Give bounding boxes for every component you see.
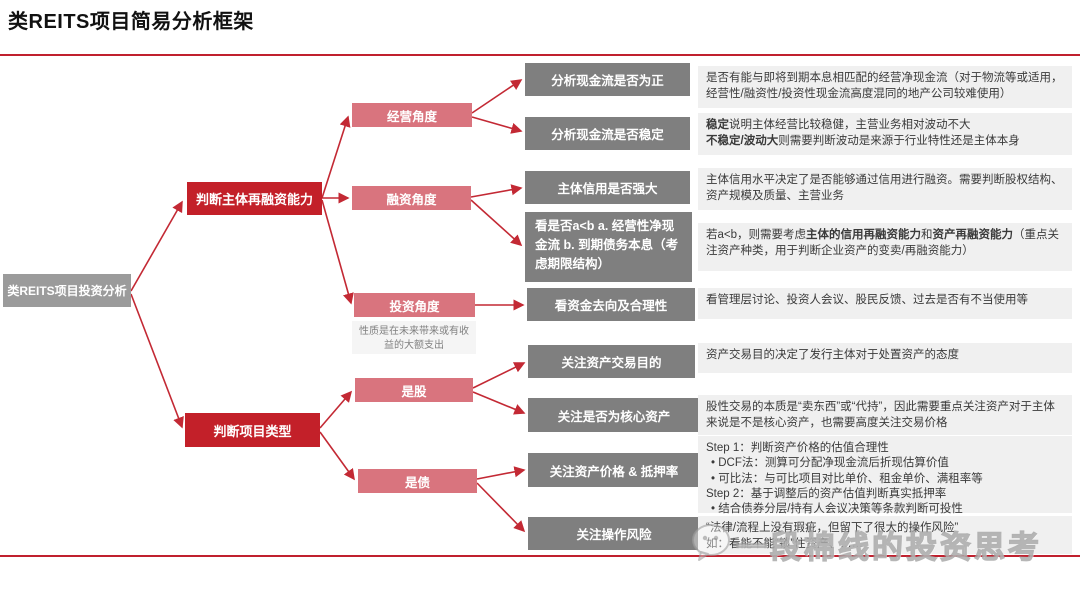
bottom-divider — [0, 555, 1080, 557]
step1-title: Step 1：判断资产价格的估值合理性 — [706, 442, 889, 454]
connector-arrow — [319, 431, 355, 481]
step2-terms: • 结合债券分层/持有人会议决策等条款判断可投性 — [711, 503, 963, 516]
connector-arrow — [321, 115, 351, 199]
desc-credit-strong: 主体信用水平决定了是否能够通过信用进行融资。需要判断股权结构、资产规模及质量、主… — [698, 168, 1072, 210]
desc-valuation-steps: Step 1：判断资产价格的估值合理性 • DCF法：测算可分配净现金流后折现估… — [698, 436, 1072, 515]
desc-unstable-text: 则需要判断波动是来源于行业特性还是主体本身 — [778, 134, 1020, 147]
leaf-ab-line1: 看是否a<b — [535, 219, 595, 233]
desc-ab-bold1: 主体的信用再融资能力 — [806, 229, 922, 241]
desc-cashflow-stable: 稳定说明主体经营比较稳健，主营业务相对波动不大 不稳定/波动大则需要判断波动是来… — [698, 113, 1072, 155]
node-angle-operating: 经营角度 — [352, 103, 472, 127]
node-angle-financing: 融资角度 — [352, 186, 471, 210]
leaf-operation-risk: 关注操作风险 — [528, 517, 700, 550]
connector-arrow — [319, 390, 353, 429]
watermark-text: 一段棉线的投资思考 — [735, 529, 1042, 565]
desc-unstable-bold: 不稳定/波动大 — [706, 134, 779, 147]
step1-dcf: • DCF法：测算可分配净现金流后折现估算价值 — [711, 457, 949, 470]
connector-arrow — [321, 199, 354, 305]
leaf-ab-line2: a. 经营性净现金流 — [535, 219, 675, 252]
connector-arrow — [470, 184, 523, 198]
connector-arrow — [476, 482, 526, 533]
risk-quote: “法律/流程上没有瑕疵，但留下了很大的操作风险” — [706, 522, 959, 534]
desc-operation-risk: “法律/流程上没有瑕疵，但留下了很大的操作风险” 如：看能不能“锁”住资产、…… — [698, 516, 1072, 554]
connector-arrow — [130, 293, 184, 429]
connector-arrow — [472, 362, 526, 389]
risk-example: 如：看能不能“锁”住资产、…… — [706, 537, 864, 550]
investing-note: 性质是在未来带来或有收益的大额支出 — [352, 321, 476, 354]
desc-ab-mid: 和 — [921, 229, 933, 241]
leaf-credit-strong: 主体信用是否强大 — [525, 171, 690, 204]
desc-ab-pre: 若a<b，则需要考虑 — [706, 229, 807, 241]
desc-ab-post: （重点关注资产种类，用于判断企业资产的变卖/再融资能力） — [706, 229, 1060, 257]
connector-arrow — [471, 79, 523, 114]
leaf-ab-line3: b. 到期债务本息（考虑期限结构） — [535, 237, 679, 271]
desc-ab-compare: 若a<b，则需要考虑主体的信用再融资能力和资产再融资能力（重点关注资产种类，用于… — [698, 223, 1072, 271]
desc-trade-purpose: 资产交易目的决定了发行主体对于处置资产的态度 — [698, 343, 1072, 373]
connector-arrow — [472, 391, 526, 415]
node-angle-investing: 投资角度 — [354, 293, 475, 317]
desc-fund-usage: 看管理层讨论、投资人会议、股民反馈、过去是否有不当使用等 — [698, 288, 1072, 319]
connector-arrow — [471, 116, 523, 134]
node-branch-refinance: 判断主体再融资能力 — [187, 182, 322, 215]
leaf-price-ltv: 关注资产价格 & 抵押率 — [528, 453, 700, 487]
top-divider — [0, 54, 1080, 56]
leaf-ab-compare: 看是否a<b a. 经营性净现金流 b. 到期债务本息（考虑期限结构） — [525, 212, 692, 282]
desc-ab-bold2: 资产再融资能力 — [932, 229, 1014, 241]
leaf-cashflow-stable: 分析现金流是否稳定 — [525, 117, 690, 150]
step2-title: Step 2：基于调整后的资产估值判断真实抵押率 — [706, 487, 947, 500]
connector-arrow — [470, 199, 523, 247]
page-title: 类REITS项目简易分析框架 — [8, 11, 254, 33]
node-angle-debt: 是债 — [358, 469, 477, 493]
leaf-fund-usage: 看资金去向及合理性 — [527, 288, 695, 321]
step1-comparable: • 可比法：与可比项目对比单价、租金单价、满租率等 — [711, 472, 983, 485]
leaf-cashflow-positive: 分析现金流是否为正 — [525, 63, 690, 96]
leaf-core-asset: 关注是否为核心资产 — [528, 398, 700, 432]
node-root: 类REITS项目投资分析 — [3, 274, 131, 307]
watermark: 一段棉线的投资思考 — [688, 514, 1080, 574]
leaf-trade-purpose: 关注资产交易目的 — [528, 345, 695, 378]
node-angle-equity: 是股 — [355, 378, 473, 402]
wechat-icon — [688, 519, 734, 570]
desc-stable-text: 说明主体经营比较稳健，主营业务相对波动不大 — [729, 119, 971, 131]
desc-cashflow-positive: 是否有能与即将到期本息相匹配的经营净现金流（对于物流等或适用，经营性/融资性/投… — [698, 66, 1072, 108]
desc-stable-bold: 稳定 — [706, 119, 729, 131]
node-branch-type: 判断项目类型 — [185, 413, 320, 447]
connector-arrow — [476, 466, 526, 480]
desc-core-asset: 股性交易的本质是“卖东西”或“代持”，因此需要重点关注资产对于主体来说是不是核心… — [698, 395, 1072, 435]
connector-arrow — [130, 200, 183, 292]
